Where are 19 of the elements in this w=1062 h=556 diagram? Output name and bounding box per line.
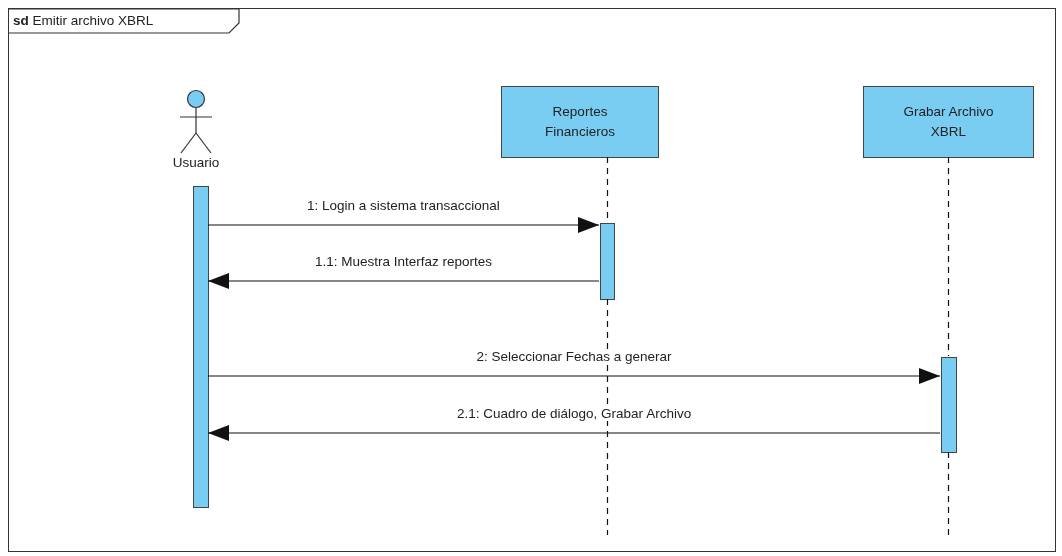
lifeline-box: Reportes Financieros [501,86,659,158]
edge-label: 2: Seleccionar Fechas a generar [474,349,674,364]
message-arrow [207,368,941,384]
actor-name: Usuario [171,155,221,170]
lifeline [947,451,950,536]
lifeline [606,298,609,536]
edge-label: 2.1: Cuadro de diálogo, Grabar Archivo [455,406,694,421]
diagram-frame [8,8,1056,552]
message-arrow [207,273,600,289]
message-arrow [207,217,600,233]
activation-bar [193,186,209,508]
edge-label: 1: Login a sistema transaccional [305,198,502,213]
activation-bar [600,223,615,300]
lifeline [947,156,950,357]
edge-label: 1.1: Muestra Interfaz reportes [313,254,495,269]
message-arrow [207,425,941,441]
lifeline-box: Grabar Archivo XBRL [863,86,1034,158]
activation-bar [941,357,957,453]
frame-title: sd Emitir archivo XBRL [13,13,154,28]
